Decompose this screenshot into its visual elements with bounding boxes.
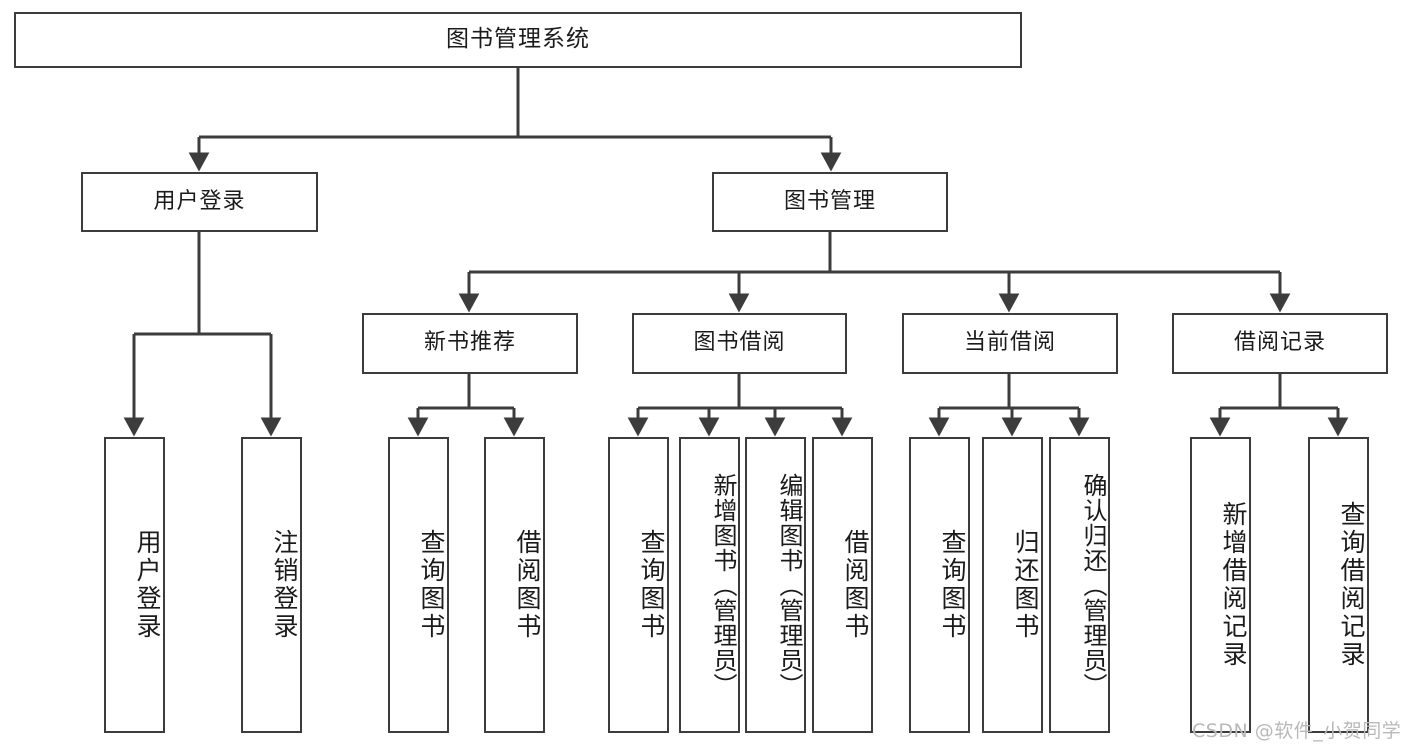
- node-leaf-query-borrow-record[interactable]: 查询借阅记录: [1308, 437, 1369, 733]
- node-book-manage[interactable]: 图书管理: [712, 172, 948, 232]
- node-leaf-query-book-borrow[interactable]: 查询图书: [608, 437, 669, 733]
- node-new-book-recommend[interactable]: 新书推荐: [362, 313, 578, 374]
- node-label: 用户登录: [153, 188, 246, 214]
- node-label: 查询图书: [938, 529, 967, 641]
- node-label: 查询借阅记录: [1337, 501, 1366, 669]
- node-label: 归还图书: [1011, 529, 1040, 641]
- node-borrow-record[interactable]: 借阅记录: [1172, 313, 1388, 374]
- node-leaf-user-login[interactable]: 用户登录: [104, 437, 165, 733]
- node-current-borrow[interactable]: 当前借阅: [902, 313, 1118, 374]
- node-label: 查询图书: [637, 529, 666, 641]
- node-user-login[interactable]: 用户登录: [81, 172, 318, 232]
- node-leaf-edit-book-admin[interactable]: 编辑图书（管理员）: [745, 437, 806, 733]
- node-label: 编辑图书（管理员）: [775, 472, 803, 698]
- node-leaf-add-book-admin[interactable]: 新增图书（管理员）: [679, 437, 740, 733]
- node-leaf-return-book[interactable]: 归还图书: [982, 437, 1043, 733]
- node-label: 新增图书（管理员）: [709, 472, 737, 698]
- node-label: 借阅记录: [1233, 330, 1326, 356]
- node-leaf-borrow-book-new-rec[interactable]: 借阅图书: [484, 437, 545, 733]
- node-label: 新书推荐: [423, 330, 516, 356]
- node-leaf-logout[interactable]: 注销登录: [241, 437, 302, 733]
- node-label: 图书借阅: [693, 330, 786, 356]
- node-label: 借阅图书: [513, 529, 542, 641]
- node-leaf-add-borrow-record[interactable]: 新增借阅记录: [1190, 437, 1251, 733]
- node-root-图书管理系统[interactable]: 图书管理系统: [14, 12, 1022, 68]
- node-label: 图书管理: [783, 188, 876, 214]
- node-label: 新增借阅记录: [1219, 501, 1248, 669]
- node-label: 当前借阅: [963, 330, 1056, 356]
- node-leaf-borrow-book[interactable]: 借阅图书: [812, 437, 873, 733]
- node-label: 查询图书: [417, 529, 446, 641]
- node-leaf-query-book-current[interactable]: 查询图书: [909, 437, 970, 733]
- csdn-watermark: CSDN @软件_小贺同学: [1192, 720, 1402, 742]
- node-leaf-confirm-return-admin[interactable]: 确认归还（管理员）: [1049, 437, 1110, 733]
- node-label: 借阅图书: [841, 529, 870, 641]
- node-label: 图书管理系统: [446, 26, 590, 53]
- node-label: 注销登录: [270, 529, 299, 641]
- node-label: 用户登录: [133, 529, 162, 641]
- node-label: 确认归还（管理员）: [1079, 472, 1107, 698]
- node-leaf-query-book-new-rec[interactable]: 查询图书: [388, 437, 449, 733]
- node-book-borrow[interactable]: 图书借阅: [632, 313, 847, 374]
